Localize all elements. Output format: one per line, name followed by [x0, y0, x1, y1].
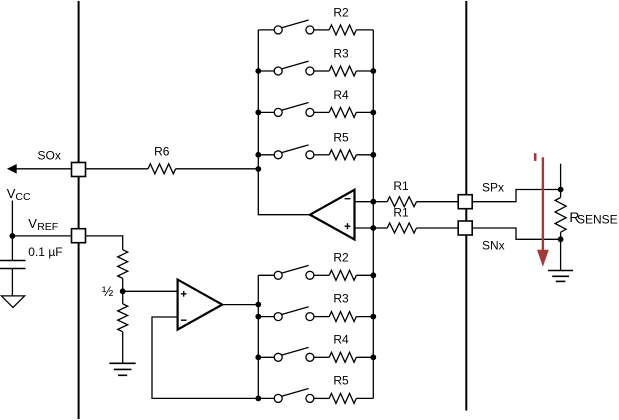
svg-text:½: ½: [102, 284, 113, 299]
svg-text:R: R: [569, 209, 579, 225]
svg-text:R4: R4: [333, 88, 349, 102]
svg-text:R1: R1: [393, 179, 409, 193]
svg-text:0.1 µF: 0.1 µF: [28, 245, 62, 259]
svg-text:R4: R4: [333, 332, 349, 346]
svg-text:SOx: SOx: [38, 149, 61, 163]
svg-text:R3: R3: [333, 292, 349, 306]
svg-text:R5: R5: [333, 373, 349, 387]
svg-text:CC: CC: [15, 191, 31, 203]
svg-text:R5: R5: [333, 130, 349, 144]
svg-text:V: V: [28, 216, 37, 231]
svg-text:R2: R2: [333, 250, 349, 264]
svg-text:SNx: SNx: [482, 239, 505, 253]
svg-text:R3: R3: [333, 47, 349, 61]
svg-text:R6: R6: [154, 144, 170, 158]
svg-text:SENSE: SENSE: [577, 212, 618, 226]
svg-text:SPx: SPx: [482, 181, 504, 195]
svg-text:R1: R1: [393, 205, 409, 219]
svg-text:R2: R2: [333, 6, 349, 20]
svg-text:REF: REF: [37, 221, 58, 233]
svg-text:V: V: [7, 186, 16, 201]
